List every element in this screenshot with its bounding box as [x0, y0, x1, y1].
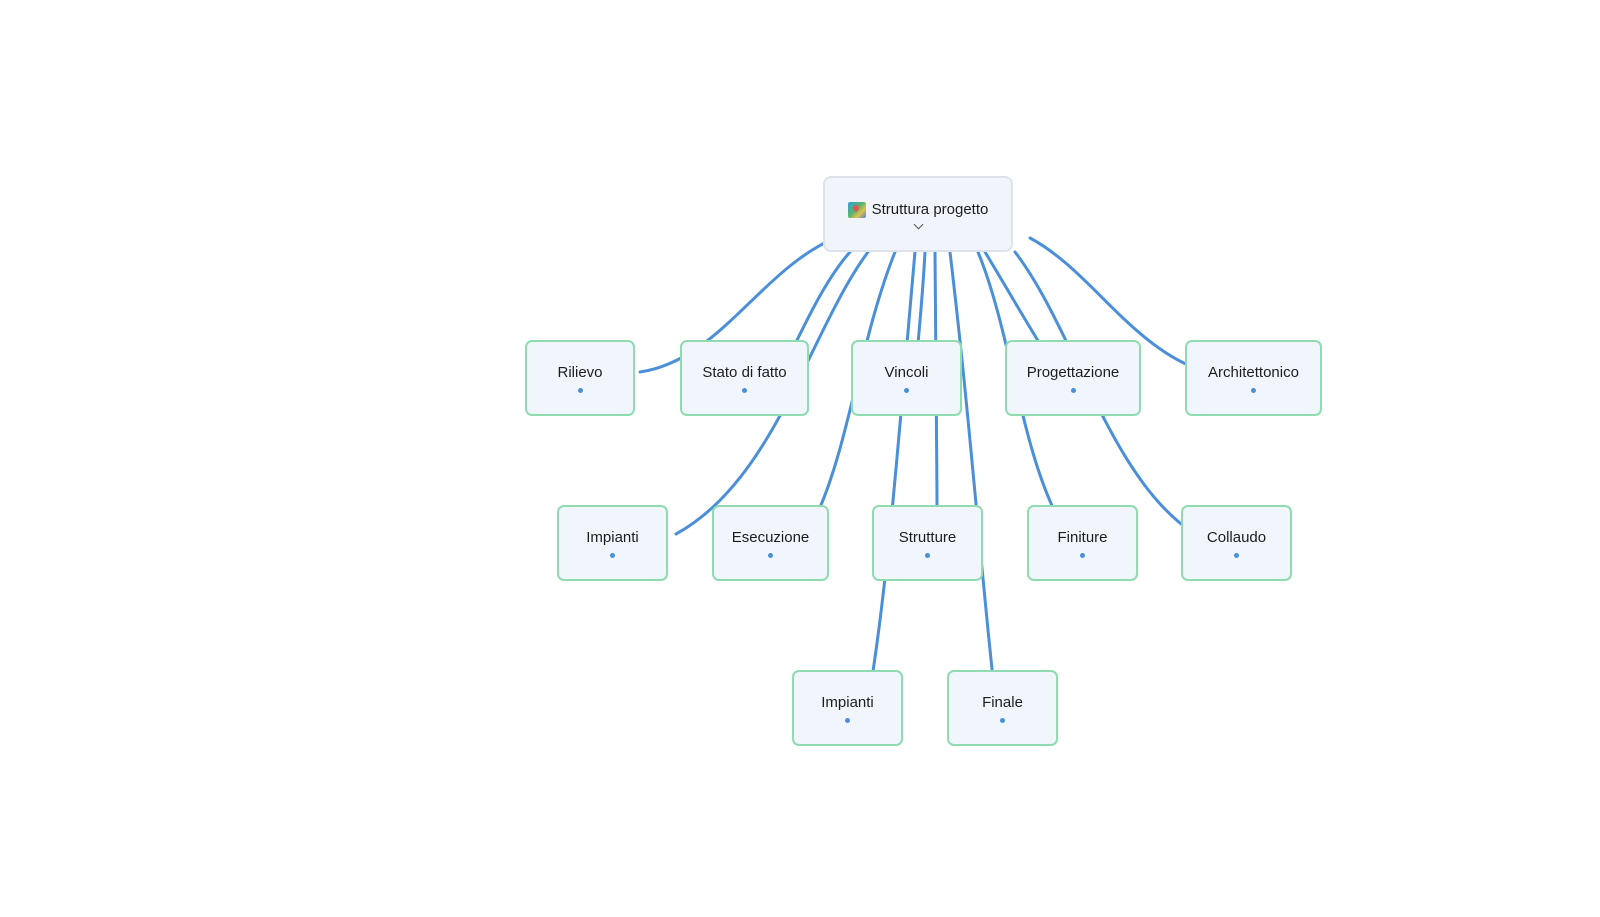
connector-vincoli — [916, 250, 927, 346]
node-label: Stato di fatto — [702, 363, 787, 381]
node-dot — [1000, 717, 1005, 723]
node-dot — [742, 387, 747, 393]
connector-impianti2 — [870, 250, 917, 680]
node-label: Architettonico — [1208, 363, 1299, 381]
node-label: Rilievo — [557, 363, 603, 381]
node-finiture[interactable]: Finiture — [1027, 505, 1138, 581]
node-label: Impianti — [586, 528, 639, 546]
connector-stato — [793, 250, 852, 346]
node-label: Progettazione — [1026, 363, 1120, 381]
node-dot — [1080, 552, 1085, 558]
connector-finale — [948, 250, 995, 680]
node-esecuzione[interactable]: Esecuzione — [712, 505, 829, 581]
connector-architettonico — [1028, 236, 1202, 372]
root-node-label: Struttura progetto — [871, 200, 989, 218]
node-dot — [904, 387, 909, 393]
connector-progettazione — [983, 250, 1042, 346]
map-icon — [847, 201, 866, 218]
node-dot — [610, 552, 615, 558]
connector-rilievo — [638, 236, 837, 374]
node-dot — [1070, 387, 1076, 393]
node-dot — [1251, 387, 1256, 393]
node-progettazione[interactable]: Progettazione — [1005, 340, 1141, 416]
root-node-header: Struttura progetto — [847, 200, 989, 219]
node-dot — [1234, 552, 1239, 558]
node-collaudo[interactable]: Collaudo — [1181, 505, 1292, 581]
node-dot — [925, 552, 930, 558]
node-label: Finiture — [1057, 528, 1108, 546]
node-strutture[interactable]: Strutture — [872, 505, 983, 581]
node-vincoli[interactable]: Vincoli — [851, 340, 962, 416]
node-impianti-secondary[interactable]: Impianti — [792, 670, 903, 746]
node-dot — [768, 552, 773, 558]
node-rilievo[interactable]: Rilievo — [525, 340, 635, 416]
node-dot — [845, 717, 850, 723]
node-architettonico[interactable]: Architettonico — [1185, 340, 1322, 416]
node-dot — [577, 387, 583, 393]
chevron-down-icon[interactable] — [913, 219, 923, 229]
node-label: Collaudo — [1206, 528, 1267, 546]
node-finale[interactable]: Finale — [947, 670, 1058, 746]
node-label: Strutture — [898, 528, 957, 546]
node-label: Vincoli — [884, 363, 929, 381]
node-label: Esecuzione — [731, 528, 810, 546]
root-node-struttura-progetto[interactable]: Struttura progetto — [823, 176, 1013, 252]
node-impianti[interactable]: Impianti — [557, 505, 668, 581]
node-stato-di-fatto[interactable]: Stato di fatto — [680, 340, 809, 416]
node-label: Impianti — [821, 693, 874, 711]
node-label: Finale — [982, 693, 1023, 711]
